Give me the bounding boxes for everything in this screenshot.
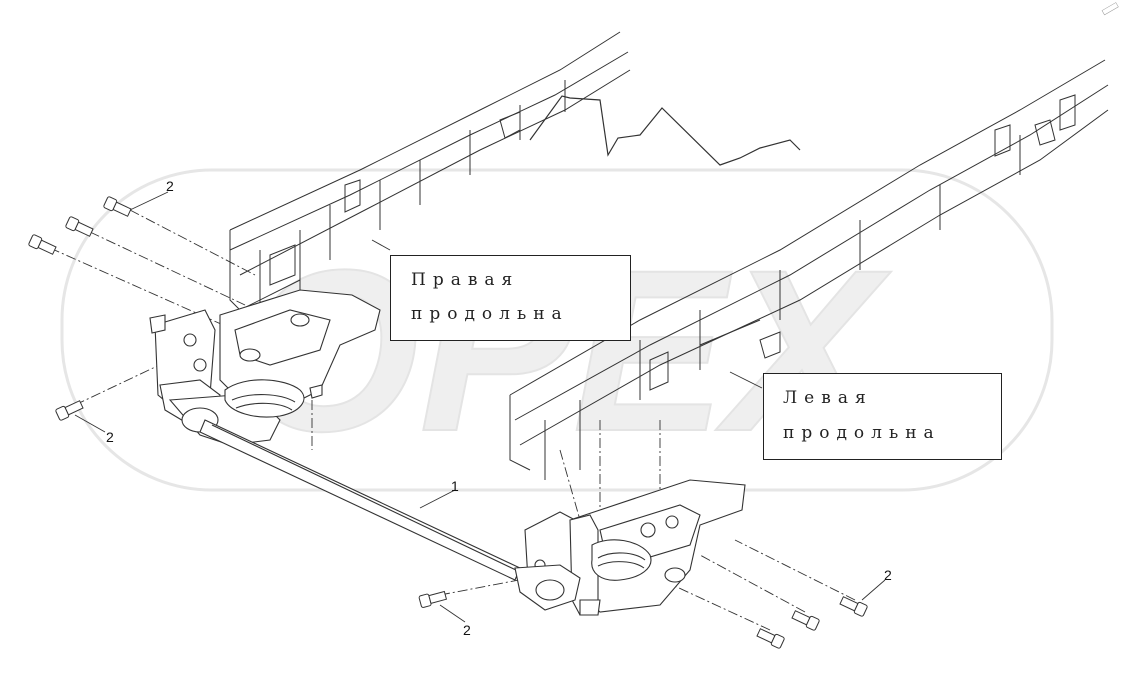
- right-rail-label-line2: продольна: [411, 304, 569, 324]
- break-line: [529, 95, 801, 166]
- stabilizer-bar: [199, 419, 521, 581]
- left-bracket-assembly: [514, 479, 746, 616]
- callout-leaders: [74, 191, 886, 623]
- callout-number-2: 2: [166, 178, 174, 194]
- corner-stamp: [1101, 2, 1119, 16]
- bolt-icon: [418, 590, 448, 608]
- bolt-icons: [28, 196, 868, 649]
- left-rail-label-box: [763, 373, 1002, 460]
- right-frame-rail: [229, 31, 631, 320]
- callout-number-2: 2: [463, 622, 471, 638]
- left-rail-label-line2: продольна: [783, 423, 941, 443]
- bolt-icon: [103, 196, 132, 217]
- left-rail-label-line1: Левая: [783, 388, 873, 408]
- bolt-icon: [28, 234, 57, 255]
- bolt-icon: [65, 216, 94, 237]
- callout-number-2: 2: [884, 567, 892, 583]
- bolt-icon: [839, 596, 868, 617]
- bolt-icon: [55, 400, 84, 421]
- callout-number-1: 1: [451, 478, 459, 494]
- right-rail-label-box: [390, 255, 631, 341]
- callout-number-2: 2: [106, 429, 114, 445]
- right-rail-label-line1: Правая: [411, 270, 520, 290]
- bolt-icon: [791, 610, 820, 631]
- right-bracket-assembly: [149, 289, 381, 446]
- bolt-icon: [756, 628, 785, 649]
- bolt-leader-lines: [49, 209, 856, 631]
